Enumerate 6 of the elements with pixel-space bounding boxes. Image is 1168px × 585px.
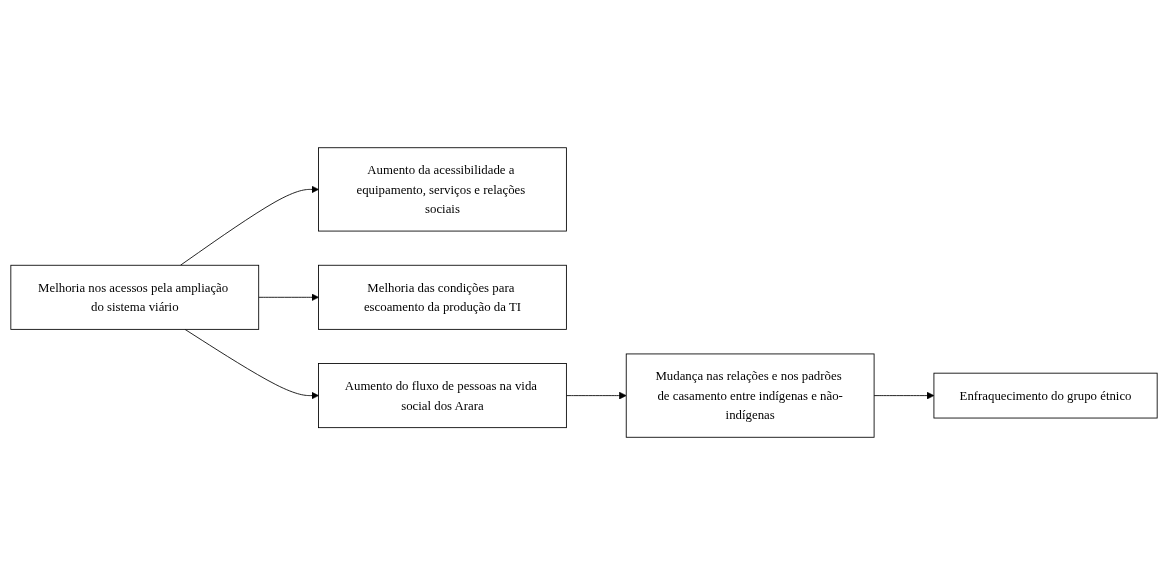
node-box: Mudança nas relações e nos padrões de casamento entre indígenas e não-indígenas — [625, 353, 875, 438]
node-box: Enfraquecimento do grupo étnico — [933, 372, 1158, 419]
node-box: Melhoria nos acessos pela ampliação do sistema viário — [10, 264, 260, 330]
node-box: Aumento da acessibilidade a equipamento, serviços e relações sociais — [318, 147, 567, 232]
node-box: Melhoria das condições para escoamento da produção da TI — [318, 264, 567, 330]
node-box: Aumento do fluxo de pessoas na vida social dos Arara — [318, 363, 567, 429]
